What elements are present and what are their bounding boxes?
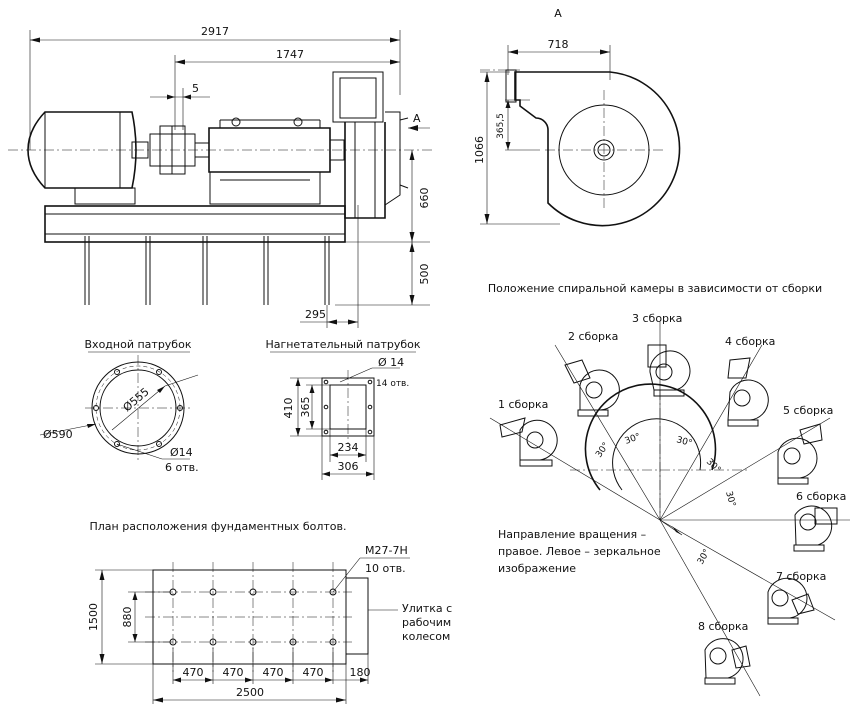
view-a-marker: A [413,112,421,125]
assembly-5: 5 сборка [777,404,833,485]
assembly-4: 4 сборка [725,335,775,427]
assembly-7-label: 7 сборка [776,570,826,583]
dim-view-a-height: 1066 [473,136,486,164]
angle-2: 30° [624,432,642,447]
assembly-5-label: 5 сборка [783,404,833,417]
dim-total-length: 2917 [201,25,229,38]
assembly-4-label: 4 сборка [725,335,775,348]
assembly-6-label: 6 сборка [796,490,846,503]
angle-6: 30° [696,548,713,567]
assembly-3: 3 сборка [632,312,691,397]
dim-foundation-total: 2500 [236,686,264,699]
spacing-2: 470 [223,666,244,679]
dim-bolt-span: 880 [121,607,134,628]
dim-coupling-gap: 5 [192,82,199,95]
assembly-6: 6 сборка [793,490,846,552]
note-line-2: рабочим [402,616,451,629]
foundation-plan: План расположения фундаментных болтов. М… [87,520,452,704]
spiral-positions: Положение спиральной камеры в зависимост… [488,282,850,697]
outlet-width-outer: 306 [338,460,359,473]
assembly-2-label: 2 сборка [568,330,618,343]
outlet-height-outer: 410 [282,398,295,419]
side-view: 2917 1747 5 [8,25,435,328]
view-a: A 718 1066 365,5 [473,7,681,227]
foundation-bolts-side [84,236,330,305]
dim-fan-length: 1747 [276,48,304,61]
assembly-1-label: 1 сборка [498,398,548,411]
note-line-1: Улитка с [402,602,452,615]
foundation-bolt-holes [169,588,337,646]
bolt-count: 10 отв. [365,562,406,575]
assembly-7: 7 сборка [767,570,826,625]
inlet-hole-diameter: Ø14 [170,446,193,459]
spacing-4: 470 [303,666,324,679]
dim-base-height: 500 [418,264,431,285]
outlet-hole-diameter: Ø 14 [378,356,404,369]
view-a-title: A [554,7,562,20]
assembly-1: 1 сборка [498,398,558,467]
inlet-bolt-holes [93,369,183,447]
spacing-1: 470 [183,666,204,679]
rotation-note-3: изображение [498,562,576,575]
outlet-bolt-holes [323,379,373,435]
outlet-title: Нагнетательный патрубок [265,338,420,351]
inlet-hole-count: 6 отв. [165,461,199,474]
assembly-8: 8 сборка [698,620,751,685]
rotation-note-1: Направление вращения – [498,528,646,541]
assembly-3-label: 3 сборка [632,312,682,325]
outlet-width-inner: 234 [338,441,359,454]
inlet-flange: Входной патрубок Ø555 Ø590 Ø14 6 отв. [39,338,199,474]
spacing-3: 470 [263,666,284,679]
bolt-spec: М27-7Н [365,544,408,557]
angle-3: 30° [675,435,693,449]
spiral-title: Положение спиральной камеры в зависимост… [488,282,822,295]
dim-foundation-height: 1500 [87,603,100,631]
inlet-outer-diameter: Ø590 [43,428,73,441]
dim-view-a-width: 718 [548,38,569,51]
inlet-title: Входной патрубок [85,338,192,351]
outlet-flange: Нагнетательный патрубок Ø 14 14 отв. 410… [265,338,421,480]
dim-end: 180 [350,666,371,679]
angle-5: 30° [723,490,737,508]
outlet-hole-count: 14 отв. [376,379,409,389]
assembly-2: 2 сборка [564,330,620,417]
angle-4: 30° [704,457,722,475]
outlet-height-inner: 365 [299,397,312,418]
assembly-8-label: 8 сборка [698,620,748,633]
rotation-note-2: правое. Левое – зеркальное [498,545,661,558]
dim-axis-height: 660 [418,188,431,209]
dim-view-a-inlet: 365,5 [496,113,506,139]
dim-offset: 295 [305,308,326,321]
note-line-3: колесом [402,630,450,643]
foundation-title: План расположения фундаментных болтов. [90,520,347,533]
angle-1: 30° [594,441,611,460]
